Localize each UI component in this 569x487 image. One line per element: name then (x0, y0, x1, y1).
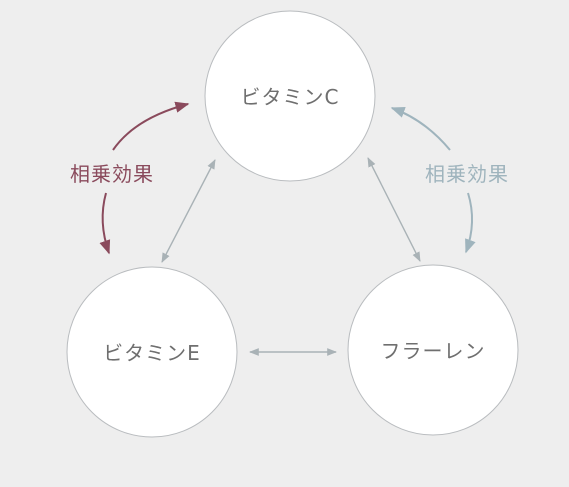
synergy-left-upper-arrow (112, 101, 190, 151)
node-vitamin-e: ビタミンE (66, 266, 238, 438)
node-vitamin-e-label: ビタミンE (103, 341, 201, 365)
node-vitamin-c-label: ビタミンC (241, 85, 340, 109)
synergy-left-label: 相乗効果 (70, 162, 154, 186)
node-vitamin-c: ビタミンC (204, 10, 376, 182)
synergy-right-label: 相乗効果 (425, 162, 509, 186)
node-vitamin-c-circle (204, 10, 376, 182)
node-fullerene-label: フラーレン (381, 339, 486, 363)
node-fullerene-circle (347, 264, 519, 436)
link-vitamin-c-vitamin-e (161, 159, 216, 263)
node-fullerene: フラーレン (347, 264, 519, 436)
synergy-right-lower-arrow (465, 192, 476, 254)
synergy-left-lower-arrow (99, 192, 111, 255)
node-vitamin-e-circle (66, 266, 238, 438)
synergy-right-upper-arrow (390, 107, 451, 151)
link-vitamin-c-fullerene (367, 157, 421, 262)
